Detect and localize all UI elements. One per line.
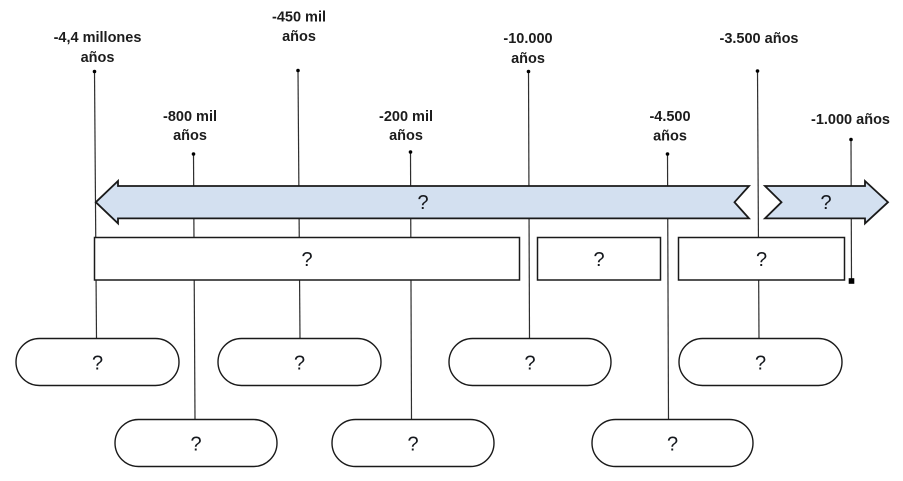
svg-text:años: años bbox=[389, 128, 423, 144]
svg-text:?: ? bbox=[667, 434, 678, 456]
svg-text:?: ? bbox=[190, 434, 201, 456]
svg-text:?: ? bbox=[820, 192, 831, 214]
svg-text:?: ? bbox=[756, 249, 767, 271]
svg-text:años: años bbox=[653, 129, 687, 145]
svg-text:-4.500: -4.500 bbox=[649, 109, 690, 125]
svg-text:-4,4 millones: -4,4 millones bbox=[54, 30, 142, 46]
svg-text:años: años bbox=[511, 51, 545, 67]
svg-text:-200 mil: -200 mil bbox=[379, 109, 433, 125]
svg-text:-450 mil: -450 mil bbox=[272, 10, 326, 26]
svg-text:años: años bbox=[81, 50, 115, 66]
svg-text:-1.000 años: -1.000 años bbox=[811, 112, 890, 128]
svg-text:-10.000: -10.000 bbox=[503, 31, 552, 47]
svg-text:?: ? bbox=[593, 249, 604, 271]
svg-text:?: ? bbox=[294, 353, 305, 375]
svg-text:?: ? bbox=[301, 249, 312, 271]
svg-text:-3.500 años: -3.500 años bbox=[720, 31, 799, 47]
svg-text:?: ? bbox=[755, 353, 766, 375]
svg-text:?: ? bbox=[524, 353, 535, 375]
svg-text:-800 mil: -800 mil bbox=[163, 109, 217, 125]
svg-text:años: años bbox=[173, 128, 207, 144]
svg-text:años: años bbox=[282, 29, 316, 45]
svg-text:?: ? bbox=[417, 192, 428, 214]
svg-text:?: ? bbox=[407, 434, 418, 456]
svg-text:?: ? bbox=[92, 353, 103, 375]
